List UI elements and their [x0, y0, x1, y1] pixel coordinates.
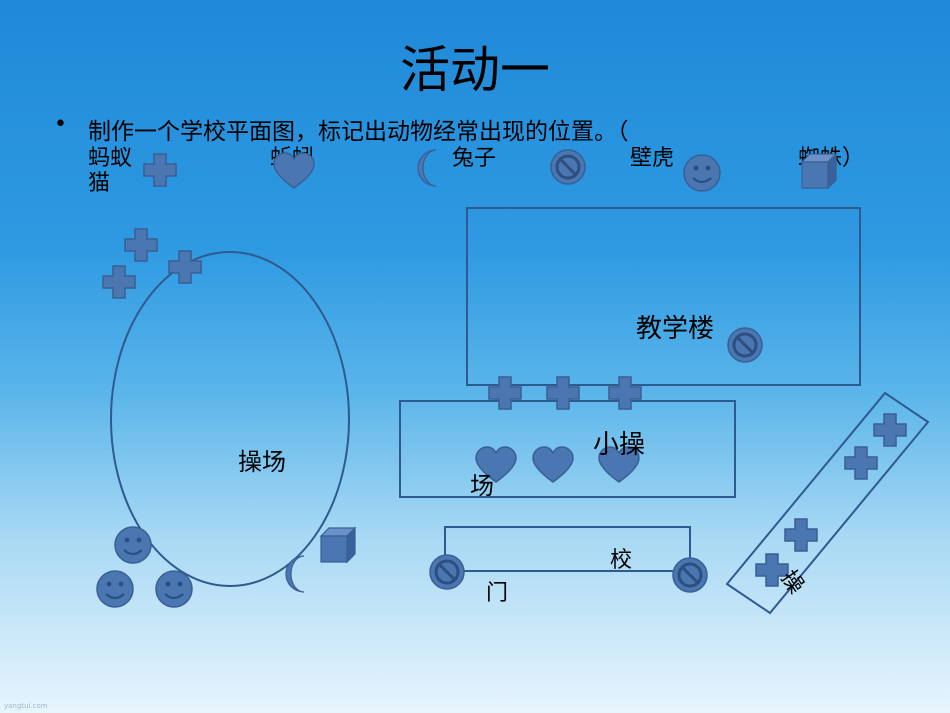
- plus-icon: [608, 376, 642, 410]
- legend-gecko: 壁虎: [630, 146, 675, 171]
- legend-smiley-icon: [682, 153, 722, 193]
- legend-plus-icon: [143, 153, 177, 187]
- smiley-icon: [154, 569, 194, 609]
- playground-outline: [110, 251, 350, 587]
- smiley-icon: [113, 525, 153, 565]
- label-gate-1: 校: [610, 548, 633, 573]
- plus-icon: [546, 376, 580, 410]
- plus-icon: [844, 446, 878, 480]
- legend-no-symbol-icon: [549, 148, 587, 186]
- plus-icon: [124, 228, 158, 262]
- legend-cube-icon: [801, 153, 837, 189]
- crescent-icon: [285, 555, 305, 593]
- label-small-playground-1: 小操: [593, 430, 646, 460]
- school-gate-outline: [444, 526, 691, 572]
- plus-icon: [488, 376, 522, 410]
- corner-watermark: yangtui.com: [4, 702, 48, 710]
- side-strip-outline: [725, 391, 930, 615]
- bullet-text: 制作一个学校平面图，标记出动物经常出现的位置。（: [88, 119, 629, 145]
- teaching-building-outline: [466, 207, 861, 386]
- legend-rabbit: 兔子: [452, 146, 497, 171]
- label-gate-2: 门: [486, 581, 509, 606]
- legend-ant: 蚂蚁: [88, 146, 133, 171]
- plus-icon: [784, 518, 818, 552]
- legend-crescent-icon: [417, 149, 437, 187]
- slide-title: 活动一: [400, 41, 550, 99]
- plus-icon: [168, 250, 202, 284]
- plus-icon: [873, 413, 907, 447]
- cube-icon: [320, 527, 356, 563]
- no-symbol-icon: [671, 556, 709, 594]
- no-symbol-icon: [726, 326, 764, 364]
- bullet-dot: •: [54, 112, 67, 137]
- no-symbol-icon: [428, 553, 466, 591]
- label-playground: 操场: [238, 448, 286, 476]
- legend-cat: 猫: [88, 171, 111, 196]
- label-small-playground-2: 场: [470, 472, 494, 500]
- legend-heart-icon: [273, 152, 315, 189]
- label-teaching-building: 教学楼: [636, 314, 715, 344]
- plus-icon: [102, 265, 136, 299]
- smiley-icon: [95, 569, 135, 609]
- heart-icon: [532, 446, 574, 483]
